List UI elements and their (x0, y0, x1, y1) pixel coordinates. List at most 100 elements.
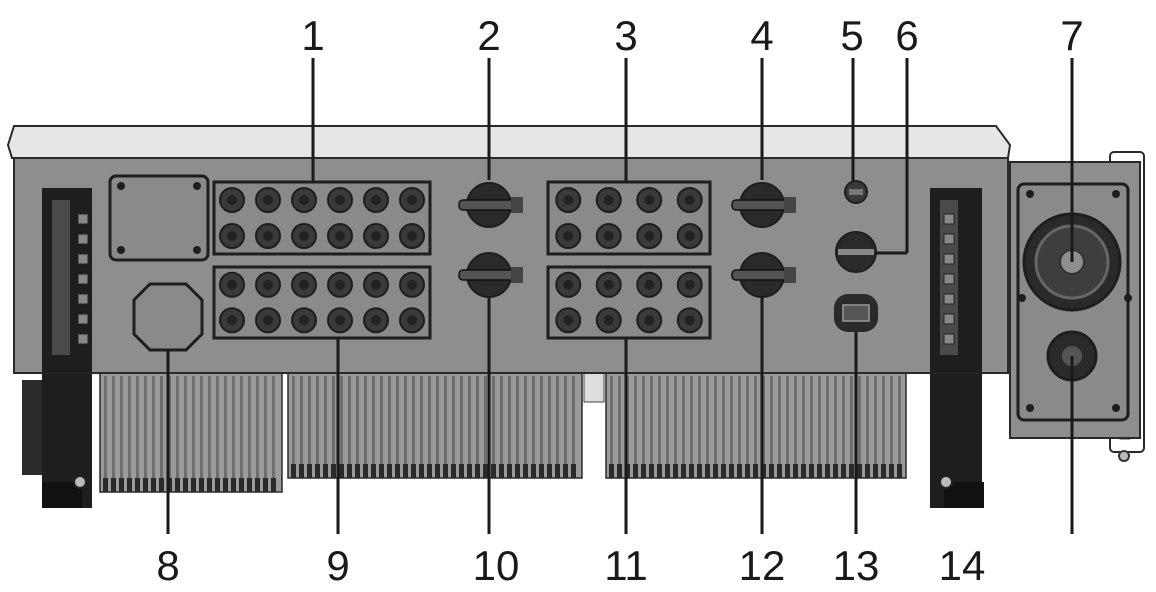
fin-foot (841, 464, 846, 478)
fin (674, 376, 677, 472)
callout-2: 2 (477, 12, 500, 59)
callout-5: 5 (840, 12, 863, 59)
callout-12: 12 (739, 542, 786, 589)
fin (396, 376, 399, 472)
fin-foot (641, 464, 646, 478)
fin-foot (231, 478, 236, 492)
round-port-6 (835, 231, 877, 273)
bracket-slot (77, 333, 89, 345)
fin-foot (263, 478, 268, 492)
fin (240, 376, 243, 486)
fin-foot (127, 478, 132, 492)
fin-foot (483, 464, 488, 478)
dc-connector-pin (227, 279, 237, 290)
fin (380, 376, 383, 472)
leader-lines (166, 58, 1074, 534)
fin (300, 376, 303, 472)
dc-connector-pin (227, 195, 237, 205)
bracket-slot (943, 313, 955, 325)
fin-foot (753, 464, 758, 478)
fin-foot (817, 464, 822, 478)
dc-connector-pin (603, 195, 614, 205)
fin-foot (689, 464, 694, 478)
bracket-slot (77, 253, 89, 265)
fin-foot (339, 464, 344, 478)
dc-input-panel-1 (212, 180, 432, 256)
dc-connector-pin (407, 195, 417, 205)
switch-handle (458, 199, 520, 211)
fin-foot (427, 464, 432, 478)
fin (444, 376, 447, 472)
fin (152, 376, 155, 486)
dc-connector-pin (407, 231, 417, 241)
dc-connector-pin (263, 279, 273, 290)
callout-6: 6 (895, 12, 918, 59)
fin (548, 376, 551, 472)
fin-foot (111, 478, 116, 492)
fin (200, 376, 203, 486)
fin-foot (355, 464, 360, 478)
fin (420, 376, 423, 472)
fin-foot (239, 478, 244, 492)
fin (292, 376, 295, 472)
cooling-fins (99, 371, 907, 493)
dc-connector-pin (371, 195, 381, 205)
fin-foot (247, 478, 252, 492)
fin-foot (323, 464, 328, 478)
dc-connector-pin (684, 195, 695, 205)
fin (524, 376, 527, 472)
switch-lock (511, 267, 523, 283)
fin-foot (721, 464, 726, 478)
fin-foot (657, 464, 662, 478)
fin (128, 376, 131, 486)
fin-foot (825, 464, 830, 478)
fin-foot (119, 478, 124, 492)
fin (532, 376, 535, 472)
callout-8: 8 (156, 542, 179, 589)
fin-foot (491, 464, 496, 478)
dc-connector-pin (299, 315, 309, 326)
fin-foot (705, 464, 710, 478)
fin-foot (499, 464, 504, 478)
callout-7: 7 (1060, 12, 1083, 59)
fin (850, 376, 853, 472)
fin-foot (291, 464, 296, 478)
dc-connector-pin (603, 231, 614, 241)
callout-10: 10 (473, 542, 520, 589)
fin (842, 376, 845, 472)
fin-foot (411, 464, 416, 478)
fin-foot (151, 478, 156, 492)
fin (484, 376, 487, 472)
fin (508, 376, 511, 472)
fin-foot (769, 464, 774, 478)
fin (184, 376, 187, 486)
fin (232, 376, 235, 486)
dc-connector-pin (644, 279, 655, 290)
panel-frame (212, 180, 432, 256)
fin-foot (143, 478, 148, 492)
fin-foot (633, 464, 638, 478)
dc-connector-pin (371, 231, 381, 241)
fin-foot (515, 464, 520, 478)
fin (634, 376, 637, 472)
fin (818, 376, 821, 472)
fin (192, 376, 195, 486)
fin-foot (347, 464, 352, 478)
fin (572, 376, 575, 472)
callout-14: 14 (939, 542, 986, 589)
fin-foot (571, 464, 576, 478)
fin-foot (459, 464, 464, 478)
fin-foot (183, 478, 188, 492)
dc-switch-4 (731, 182, 796, 228)
dc-connector-pin (335, 195, 345, 205)
callout-4: 4 (750, 12, 773, 59)
fin-foot (897, 464, 902, 478)
fin (890, 376, 893, 472)
inverter-lid (6, 125, 1012, 159)
dc-connector-pin (563, 279, 574, 290)
fin (452, 376, 455, 472)
fin (160, 376, 163, 486)
fin (216, 376, 219, 486)
fin (104, 376, 107, 486)
